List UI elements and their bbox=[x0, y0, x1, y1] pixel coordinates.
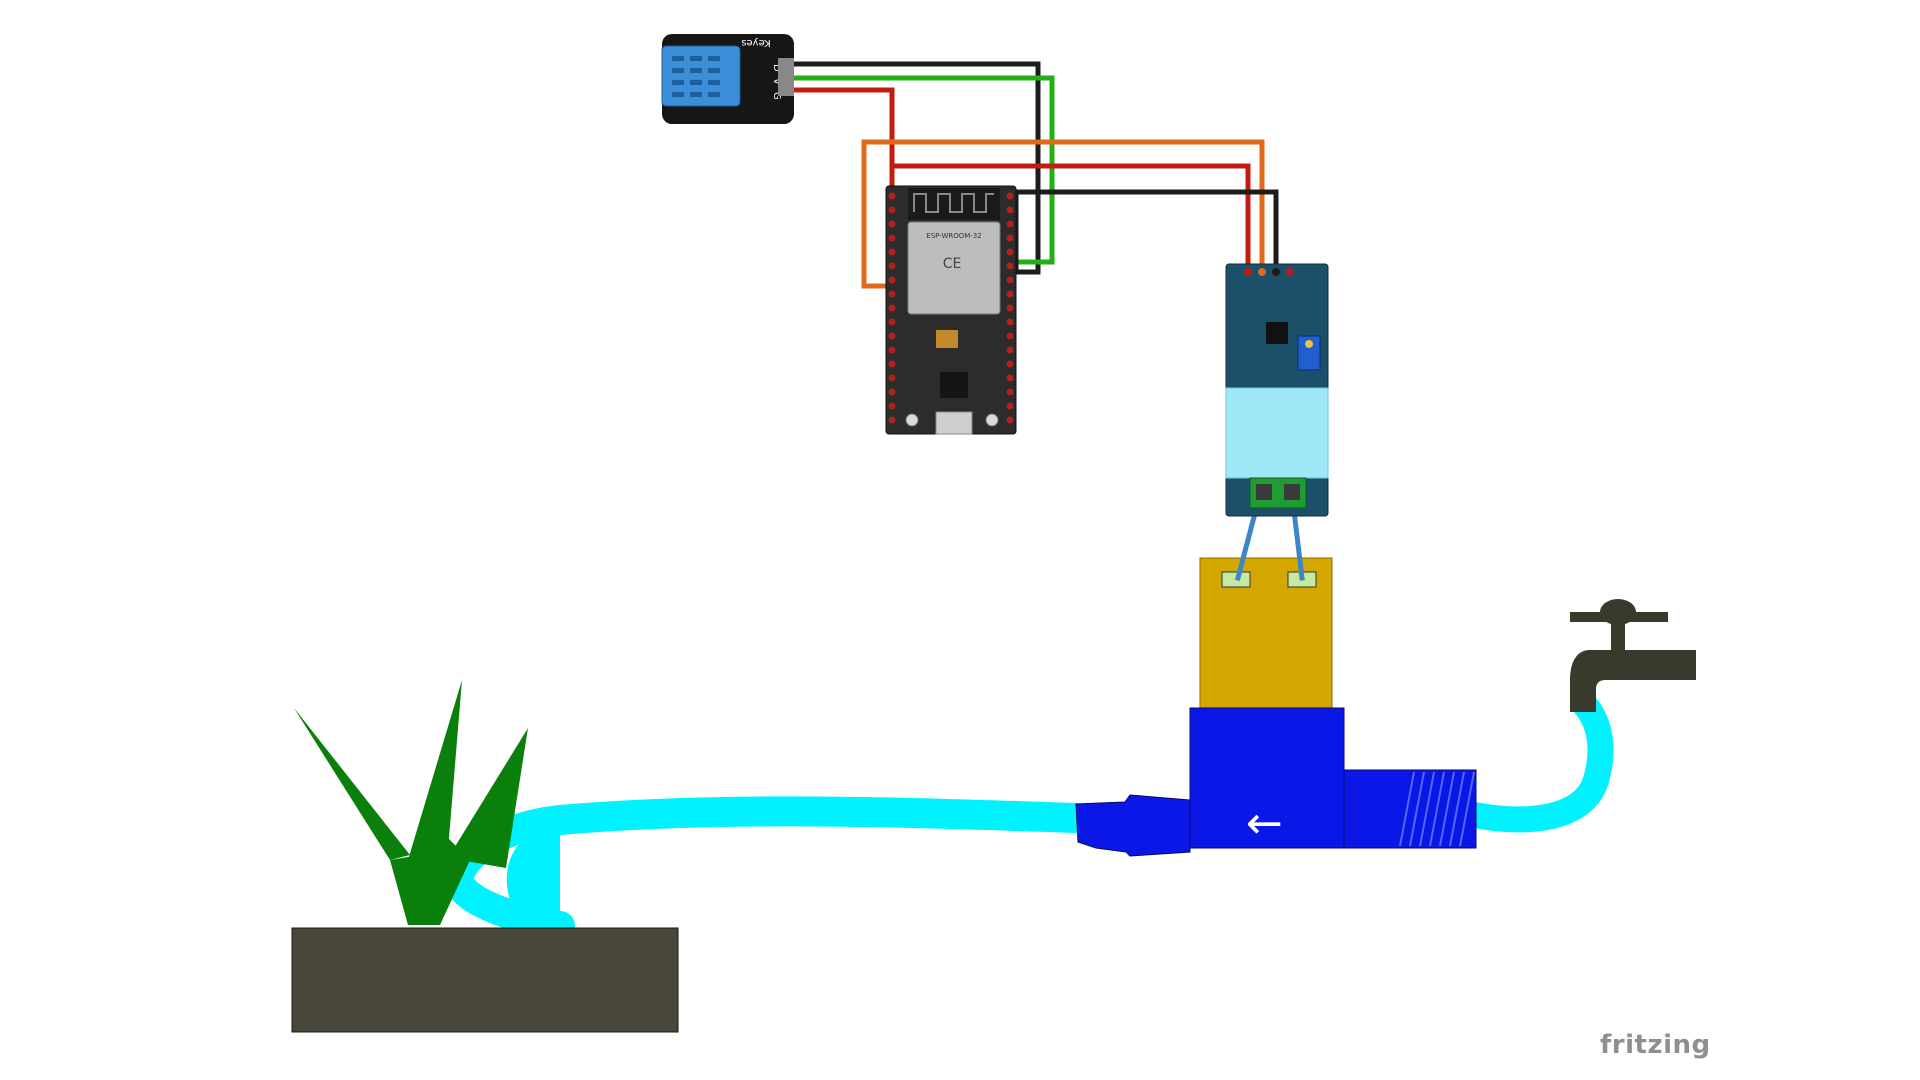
valve-inlet-thread bbox=[1343, 769, 1477, 849]
relay-header-pin-3 bbox=[1272, 268, 1280, 276]
esp32-antenna-trace bbox=[913, 193, 994, 213]
relay-screw-right bbox=[1284, 484, 1300, 500]
relay-header-pin-2 bbox=[1258, 268, 1266, 276]
esp32-boot-button bbox=[905, 413, 919, 427]
valve-outlet-nozzle bbox=[1075, 794, 1191, 857]
dht-sensor-module: Keyes D V G bbox=[661, 34, 794, 124]
esp32-regulator bbox=[936, 330, 958, 348]
wire-red-vcc bbox=[889, 163, 1251, 273]
esp32-right-pins bbox=[1006, 192, 1014, 424]
dht-grille bbox=[672, 56, 720, 97]
esp32-usb-chip bbox=[940, 372, 968, 398]
esp32-left-pins bbox=[888, 192, 896, 424]
esp32-board: ESP-WROOM-32 CE bbox=[885, 185, 1017, 435]
water-tap bbox=[1570, 599, 1696, 712]
esp32-en-button bbox=[985, 413, 999, 427]
plant-leaf-right bbox=[448, 728, 528, 868]
relay-header-pin-1 bbox=[1244, 268, 1252, 276]
tap-spout bbox=[1570, 650, 1696, 712]
esp32-shield-can bbox=[907, 221, 1001, 315]
plant bbox=[294, 680, 528, 925]
relay-driver-chip bbox=[1266, 322, 1288, 344]
wire-orange-signal bbox=[861, 139, 1265, 289]
dht-brand-label: Keyes bbox=[741, 37, 771, 48]
soil-pot bbox=[291, 927, 679, 1033]
tap-stem bbox=[1611, 620, 1625, 650]
fritzing-watermark: fritzing bbox=[1600, 1030, 1711, 1060]
plant-leaf-left bbox=[294, 708, 410, 860]
relay-header-pin-4 bbox=[1286, 268, 1294, 276]
valve-thread-lines bbox=[1399, 771, 1475, 847]
esp32-module-label: ESP-WROOM-32 bbox=[926, 232, 981, 240]
dht-pin-label-d: D bbox=[771, 64, 782, 72]
flow-direction-arrow: ← bbox=[1246, 798, 1283, 849]
wire-red-dht bbox=[787, 87, 895, 199]
wire-green-dht bbox=[787, 75, 1055, 265]
tap-handle-knob bbox=[1600, 599, 1636, 625]
wire-black-gnd bbox=[1013, 189, 1279, 275]
esp32-usb-port bbox=[935, 411, 973, 435]
dht-pin-label-v: V bbox=[771, 78, 782, 85]
relay-module bbox=[1225, 263, 1329, 517]
dht-pin-label-g: G bbox=[771, 92, 782, 100]
water-hose-from-tap bbox=[1447, 692, 1614, 833]
esp32-cert-label: CE bbox=[943, 256, 962, 272]
relay-coil bbox=[1225, 387, 1329, 479]
water-hose-to-plant bbox=[443, 796, 1090, 941]
solenoid-valve: ← bbox=[1075, 557, 1477, 857]
wires bbox=[787, 61, 1305, 582]
relay-screw-left bbox=[1256, 484, 1272, 500]
relay-potentiometer bbox=[1297, 335, 1321, 371]
dht-pin-header bbox=[778, 58, 794, 96]
